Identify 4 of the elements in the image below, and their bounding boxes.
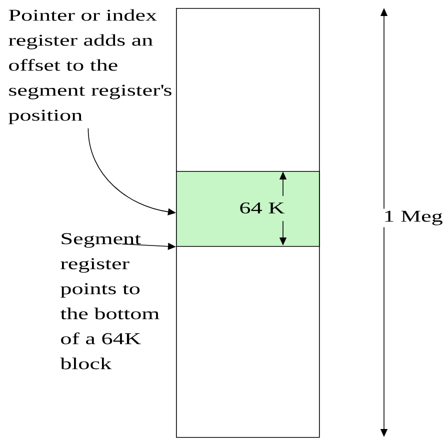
segment-band: 64 K — [176, 170, 320, 247]
annotation-text: Segment register points to the bottom of a 64K block — [60, 233, 160, 370]
annotation-text: Pointer or index register adds an offset to the segment register's position — [8, 9, 172, 124]
dimension-label: 1 Meg — [381, 208, 445, 228]
